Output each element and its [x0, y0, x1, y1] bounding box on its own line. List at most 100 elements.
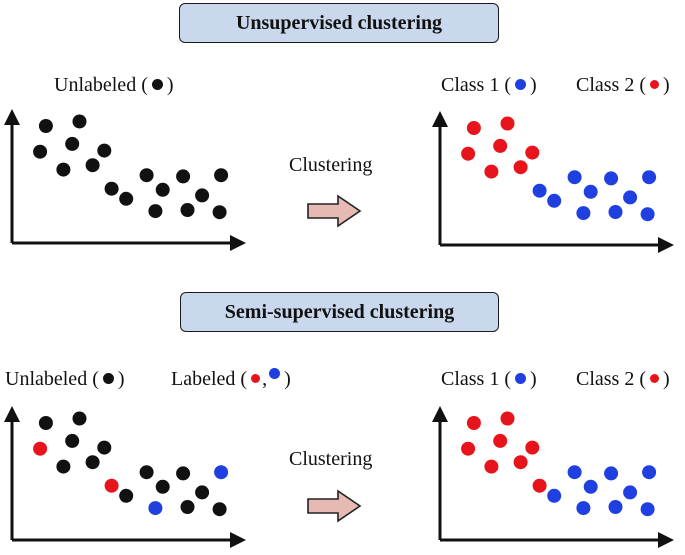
bottom-right-point	[461, 441, 476, 456]
top-right-point	[623, 190, 638, 205]
bottom-left-point	[212, 502, 227, 517]
bottom-right-point	[642, 465, 657, 480]
top-left-point	[38, 119, 53, 133]
bottom-left-x-axis-arrowhead	[230, 532, 246, 548]
bottom-class1-close: )	[530, 368, 537, 390]
top-left-point	[148, 204, 163, 219]
bottom-unlabeled-label: Unlabeled (	[5, 368, 99, 390]
class2-dot-icon	[650, 373, 659, 383]
top-right-y-axis-arrowhead	[432, 111, 448, 127]
bottom-right-point	[513, 455, 528, 470]
top-right-point	[608, 205, 623, 219]
bottom-right-x-axis-arrowhead	[658, 532, 674, 548]
top-left-point	[85, 158, 100, 173]
bottom-right-y-axis-arrowhead	[432, 406, 448, 422]
bottom-class2-close: )	[663, 368, 670, 390]
bottom-left-point	[214, 465, 229, 480]
top-left-point	[212, 205, 227, 220]
bottom-right-point	[604, 466, 619, 481]
bottom-right-point	[532, 478, 547, 493]
bottom-left-point	[85, 455, 100, 470]
class2-dot-icon	[650, 79, 659, 89]
bottom-left-point	[72, 411, 87, 426]
bottom-left-point	[148, 501, 163, 516]
unsupervised-banner: Unsupervised clustering	[179, 3, 499, 43]
top-class2-close: )	[663, 74, 670, 96]
bottom-unlabeled-close: )	[117, 368, 125, 390]
bottom-left-y-axis-arrowhead	[4, 406, 20, 422]
top-right-point	[466, 121, 481, 135]
top-left-point	[97, 143, 112, 158]
top-unlabeled-label: Unlabeled (	[54, 74, 148, 96]
bottom-left-point	[119, 488, 134, 503]
bottom-right-point	[567, 465, 582, 480]
bottom-clustering-arrow	[307, 489, 362, 523]
top-right-point	[567, 170, 582, 185]
top-right-point	[513, 160, 528, 175]
bottom-right-point	[493, 433, 508, 448]
class1-dot-icon	[515, 372, 526, 384]
top-right-point	[500, 116, 515, 131]
top-right-point	[493, 138, 508, 153]
bottom-unlabeled-legend: Unlabeled ()	[5, 368, 125, 390]
top-left-x-axis-arrowhead	[230, 235, 246, 251]
bottom-left-point	[56, 459, 71, 474]
top-left-point	[155, 182, 170, 197]
top-class2-label: Class 2 (	[576, 74, 646, 96]
class1-dot-icon	[269, 367, 281, 379]
top-left-point	[104, 181, 119, 196]
top-right-point	[532, 183, 547, 198]
class1-dot-icon	[515, 78, 526, 90]
top-right-point	[576, 206, 591, 221]
top-left-point	[176, 169, 191, 184]
bottom-class1-label: Class 1 (	[441, 368, 511, 390]
top-left-point	[72, 114, 87, 129]
unlabeled-dot-icon	[151, 78, 163, 90]
bottom-left-point	[38, 416, 53, 430]
top-right-point	[547, 193, 562, 208]
top-arrow-label: Clustering	[289, 154, 373, 176]
top-left-point	[65, 136, 80, 151]
top-class1-legend: Class 1 ()	[441, 74, 537, 96]
top-class2-legend: Class 2 ()	[576, 74, 670, 96]
top-unlabeled-legend: Unlabeled ()	[54, 74, 174, 96]
top-left-point	[180, 203, 195, 217]
top-right-point	[642, 170, 657, 185]
bottom-right-point	[525, 440, 540, 455]
top-right-point	[640, 207, 655, 222]
top-class1-close: )	[530, 74, 537, 96]
bottom-class2-legend: Class 2 ()	[576, 368, 670, 390]
bottom-labeled-legend: Labeled (,)	[171, 367, 291, 390]
bottom-left-point	[180, 500, 195, 514]
bottom-left-point	[176, 466, 191, 481]
top-right-point	[604, 171, 619, 186]
bottom-left-point	[195, 485, 210, 500]
top-right-point	[583, 184, 598, 199]
bottom-right-point	[576, 501, 591, 516]
bottom-right-point	[484, 459, 499, 474]
bottom-right-point	[640, 502, 655, 517]
bottom-left-point	[97, 440, 112, 455]
class2-dot-icon	[251, 373, 261, 383]
semi-supervised-banner: Semi-supervised clustering	[180, 292, 499, 332]
bottom-left-point	[104, 478, 119, 493]
bottom-class1-legend: Class 1 ()	[441, 368, 537, 390]
bottom-left-point	[155, 479, 170, 494]
bottom-class2-label: Class 2 (	[576, 368, 646, 390]
bottom-right-point	[500, 411, 515, 426]
bottom-right-point	[466, 416, 481, 430]
bottom-right-point	[623, 485, 638, 500]
bottom-arrow-label: Clustering	[289, 448, 373, 470]
top-left-point	[119, 191, 134, 206]
top-right-point	[461, 146, 476, 161]
bottom-labeled-close: )	[284, 368, 291, 390]
bottom-labeled-label: Labeled (	[171, 368, 248, 390]
top-right-x-axis-arrowhead	[658, 237, 674, 253]
top-left-point	[214, 168, 229, 183]
top-left-y-axis-arrowhead	[4, 109, 20, 125]
top-unlabeled-close: )	[166, 74, 174, 96]
bottom-right-point	[608, 500, 623, 514]
top-left-point	[33, 144, 48, 159]
